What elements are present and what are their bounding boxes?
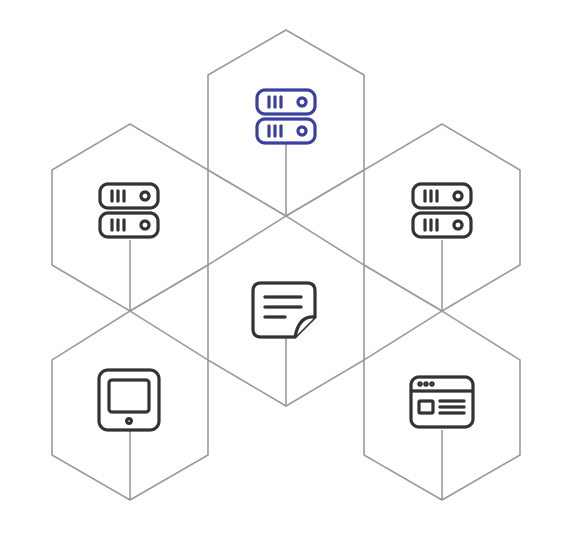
browser-window-icon: [409, 375, 475, 429]
hex-grid: [51, 29, 521, 501]
hex-link: [285, 169, 365, 217]
server-stack-icon: [411, 182, 473, 239]
hex-link: [363, 264, 443, 312]
document-note-icon: [251, 281, 317, 339]
tablet-icon: [97, 368, 161, 432]
server-stack-icon: [255, 88, 317, 145]
hex-link: [207, 169, 287, 217]
hex-link: [129, 264, 209, 312]
server-stack-icon: [98, 182, 160, 239]
